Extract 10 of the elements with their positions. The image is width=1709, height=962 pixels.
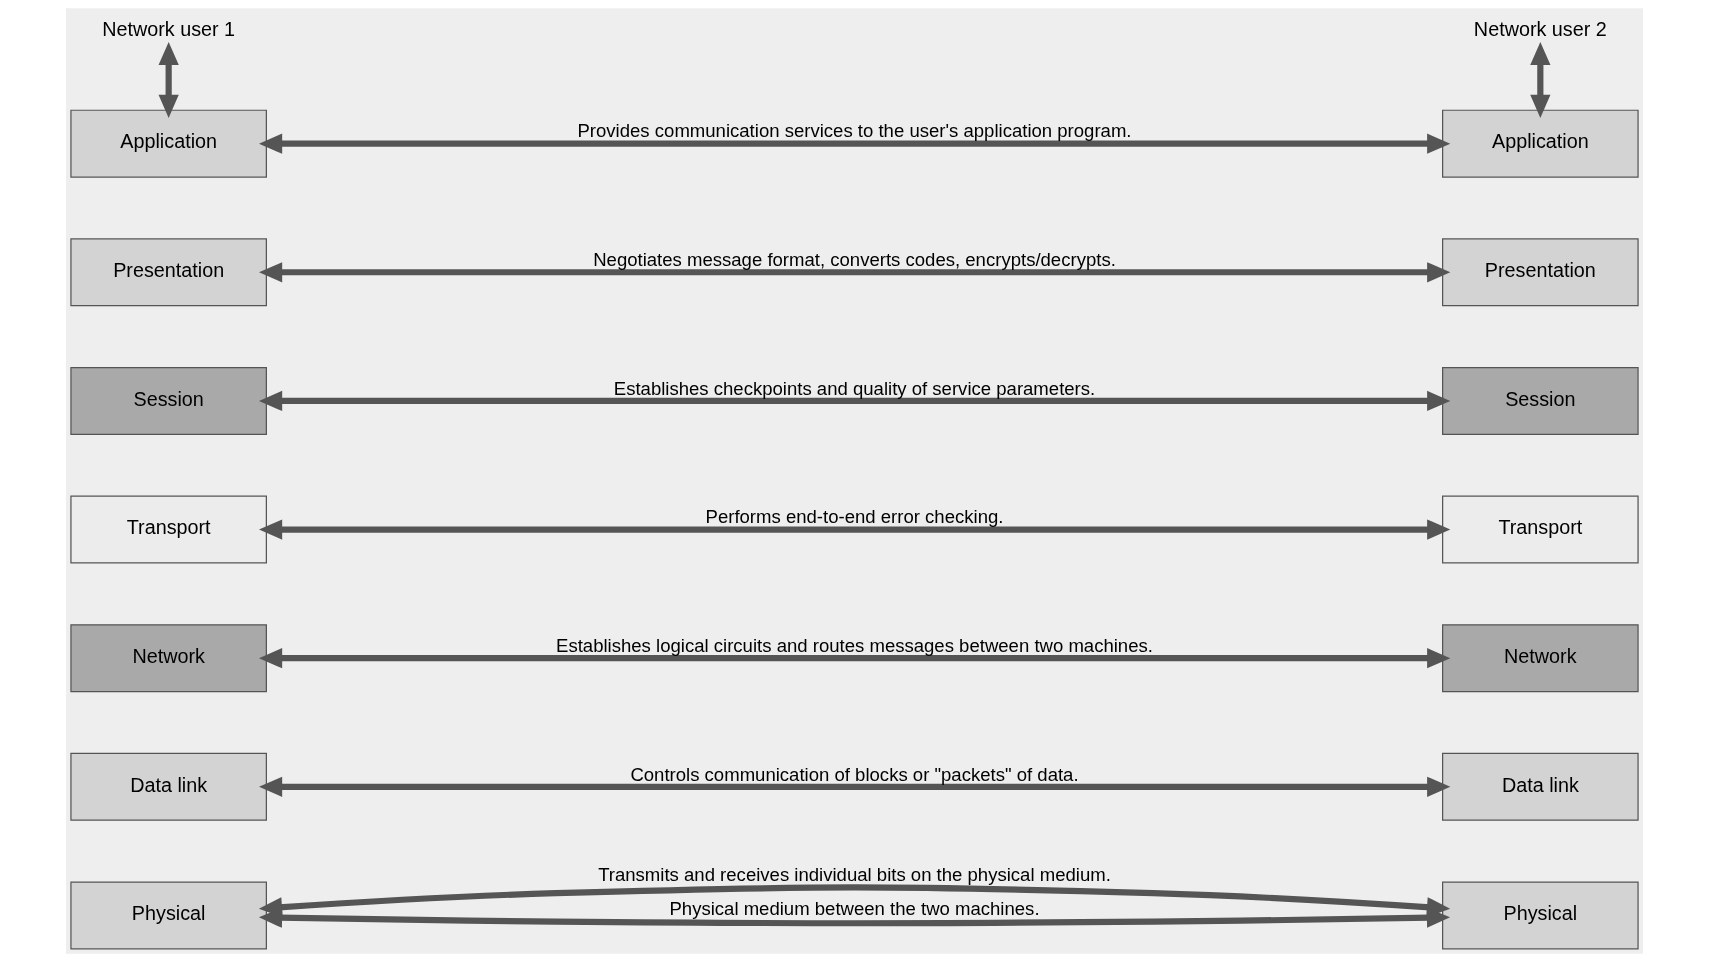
edge-label: Performs end-to-end error checking. [705, 506, 1004, 528]
node-text: Network user 2 [1473, 17, 1607, 40]
edge-label: Physical medium between the two machines. [669, 898, 1040, 920]
edge-label: Negotiates message format, converts codes, encrypts/decrypts. [593, 249, 1116, 271]
edge-label: Controls communication of blocks or "packets" of data. [630, 763, 1079, 785]
edge-label: Transmits and receives individual bits on the physical medium. [598, 863, 1111, 885]
edge-label: Establishes logical circuits and routes messages between two machines. [556, 635, 1153, 656]
edge-label: Establishes checkpoints and quality of service parameters. [613, 377, 1096, 399]
edge-label: Provides communication services to the user's application program. [577, 120, 1132, 142]
node-text: Network user 1 [102, 17, 236, 40]
